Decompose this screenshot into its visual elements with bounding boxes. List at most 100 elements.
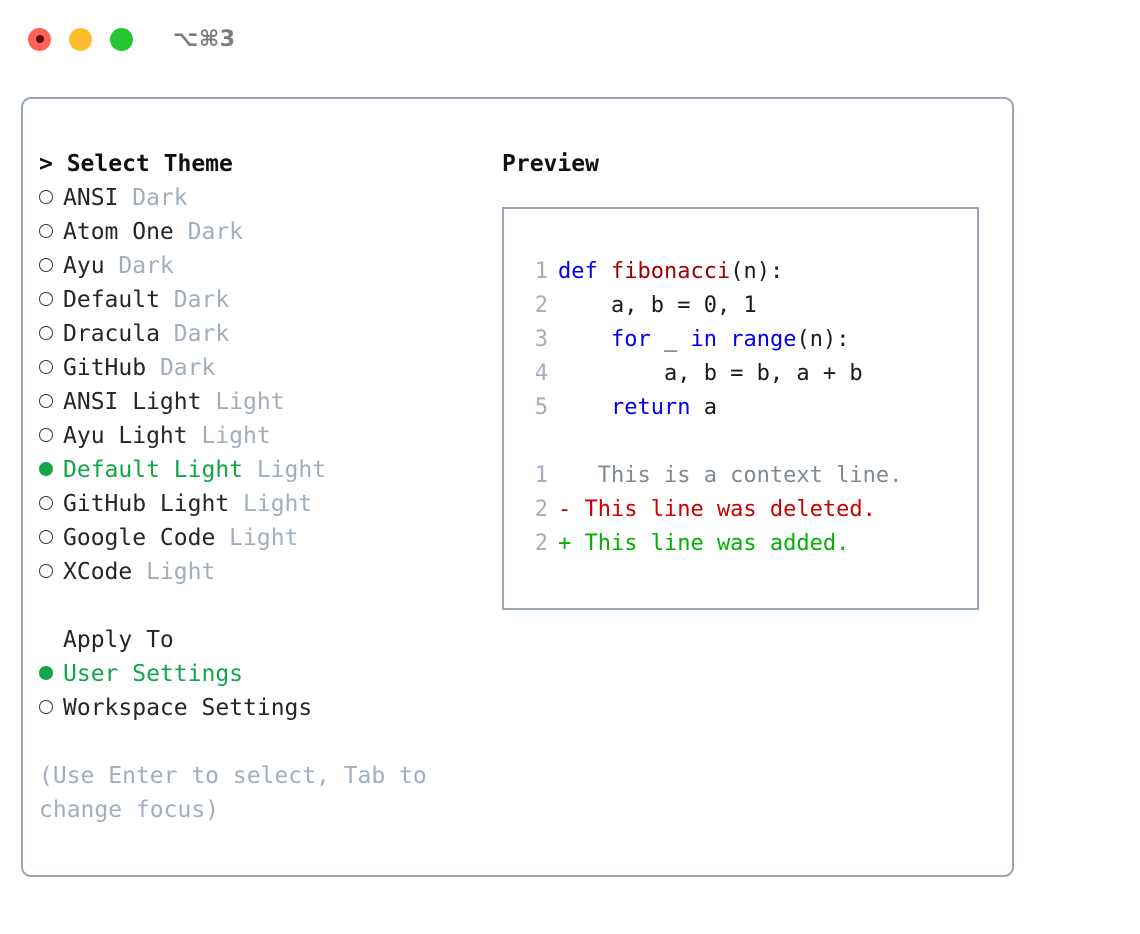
apply-to-item[interactable]: Workspace Settings xyxy=(39,691,469,725)
theme-list-item[interactable]: Default Light Light xyxy=(39,453,469,487)
theme-list-item[interactable]: Default Dark xyxy=(39,283,469,317)
radio-dot xyxy=(39,257,53,272)
diff-line: 2+ This line was added. xyxy=(522,527,977,561)
maximize-button[interactable] xyxy=(110,27,133,51)
line-number: 2 xyxy=(534,531,548,556)
theme-list-item[interactable]: ANSI Dark xyxy=(39,181,469,215)
theme-name-label: Ayu xyxy=(63,253,105,279)
theme-name-label: ANSI xyxy=(63,185,119,211)
radio-dot xyxy=(39,699,53,714)
keyboard-shortcut-label: ⌥⌘3 xyxy=(173,26,236,52)
theme-list-item[interactable]: Google Code Light xyxy=(39,521,469,555)
theme-category-label: Light xyxy=(187,423,271,449)
theme-list-item[interactable]: Ayu Light Light xyxy=(39,419,469,453)
radio-unselected-icon[interactable] xyxy=(39,419,63,453)
code-line: 3 for _ in range(n): xyxy=(522,323,977,357)
code-token: return xyxy=(610,395,691,420)
radio-unselected-icon[interactable] xyxy=(39,317,63,351)
theme-list-item[interactable]: XCode Light xyxy=(39,555,469,589)
radio-selected-icon[interactable] xyxy=(39,657,63,691)
apply-to-label: User Settings xyxy=(63,661,244,687)
theme-category-label: Dark xyxy=(104,253,174,279)
line-number: 4 xyxy=(534,361,548,386)
radio-unselected-icon[interactable] xyxy=(39,181,63,215)
radio-unselected-icon[interactable] xyxy=(39,215,63,249)
code-diff-gap xyxy=(522,425,977,459)
code-token: fibonacci xyxy=(610,259,731,284)
code-line: 5 return a xyxy=(522,391,977,425)
code-token: (n): xyxy=(730,259,784,284)
theme-list-item[interactable]: Atom One Dark xyxy=(39,215,469,249)
theme-list-item[interactable]: GitHub Light Light xyxy=(39,487,469,521)
close-button[interactable] xyxy=(28,27,51,51)
theme-list-item[interactable]: Ayu Dark xyxy=(39,249,469,283)
theme-category-label: Dark xyxy=(159,321,230,347)
diff-text: This is a context line. xyxy=(558,463,903,488)
theme-category-label: Dark xyxy=(173,219,244,245)
radio-unselected-icon[interactable] xyxy=(39,385,63,419)
code-line: 4 a, b = b, a + b xyxy=(522,357,977,391)
diff-line: 2 - This line was deleted. xyxy=(522,493,977,527)
code-token: a, b = b, a + b xyxy=(558,361,863,386)
apply-to-heading: Apply To xyxy=(63,627,174,653)
apply-to-label: Workspace Settings xyxy=(63,695,313,721)
code-line: 1 def fibonacci(n): xyxy=(522,255,977,289)
theme-name-label: Default xyxy=(63,287,160,313)
theme-name-label: XCode xyxy=(63,559,133,585)
code-token: for xyxy=(610,327,651,352)
close-icon xyxy=(35,35,44,43)
line-number: 1 xyxy=(534,463,548,488)
window-titlebar: ⌥⌘3 xyxy=(0,0,1140,78)
theme-category-label: Dark xyxy=(159,287,230,313)
radio-dot xyxy=(39,223,53,238)
radio-dot xyxy=(39,665,53,680)
radio-dot xyxy=(39,189,53,204)
radio-unselected-icon[interactable] xyxy=(39,249,63,283)
code-token: a xyxy=(690,395,717,420)
radio-unselected-icon[interactable] xyxy=(39,521,63,555)
minimize-button[interactable] xyxy=(69,27,92,51)
radio-dot xyxy=(39,393,53,408)
radio-unselected-icon[interactable] xyxy=(39,351,63,385)
theme-list-item[interactable]: Dracula Dark xyxy=(39,317,469,351)
diff-line: 1 This is a context line. xyxy=(522,459,977,493)
code-token xyxy=(558,327,611,352)
window-controls xyxy=(28,27,133,51)
radio-dot xyxy=(39,495,53,510)
radio-unselected-icon[interactable] xyxy=(39,487,63,521)
theme-category-label: Dark xyxy=(146,355,216,381)
line-number: 2 xyxy=(534,497,548,522)
radio-unselected-icon[interactable] xyxy=(39,691,63,725)
code-token: (n): xyxy=(796,327,850,352)
code-token: _ xyxy=(650,327,691,352)
radio-unselected-icon[interactable] xyxy=(39,555,63,589)
theme-list-item[interactable]: ANSI Light Light xyxy=(39,385,469,419)
apply-to-item[interactable]: User Settings xyxy=(39,657,469,691)
code-token xyxy=(558,395,611,420)
radio-dot xyxy=(39,563,53,578)
preview-heading: Preview xyxy=(502,151,599,177)
radio-dot xyxy=(39,461,53,476)
page-title: > Select Theme xyxy=(39,151,233,177)
radio-unselected-icon[interactable] xyxy=(39,283,63,317)
code-token: a, b = 0, 1 xyxy=(558,293,757,318)
theme-name-label: Atom One xyxy=(63,219,174,245)
code-token: in xyxy=(690,327,731,352)
theme-list-item[interactable]: GitHub Dark xyxy=(39,351,469,385)
code-token: def xyxy=(558,259,611,284)
theme-name-label: Ayu Light xyxy=(63,423,188,449)
theme-category-label: Light xyxy=(229,491,313,517)
keyboard-hint: (Use Enter to select, Tab to change focu… xyxy=(39,763,427,823)
diff-text: - This line was deleted. xyxy=(558,497,876,522)
theme-name-label: GitHub xyxy=(63,355,147,381)
theme-name-label: Google Code xyxy=(63,525,216,551)
line-number: 1 xyxy=(534,259,548,284)
radio-selected-icon[interactable] xyxy=(39,453,63,487)
theme-name-label: Default Light xyxy=(63,457,244,483)
radio-dot xyxy=(39,325,53,340)
theme-category-label: Light xyxy=(201,389,285,415)
